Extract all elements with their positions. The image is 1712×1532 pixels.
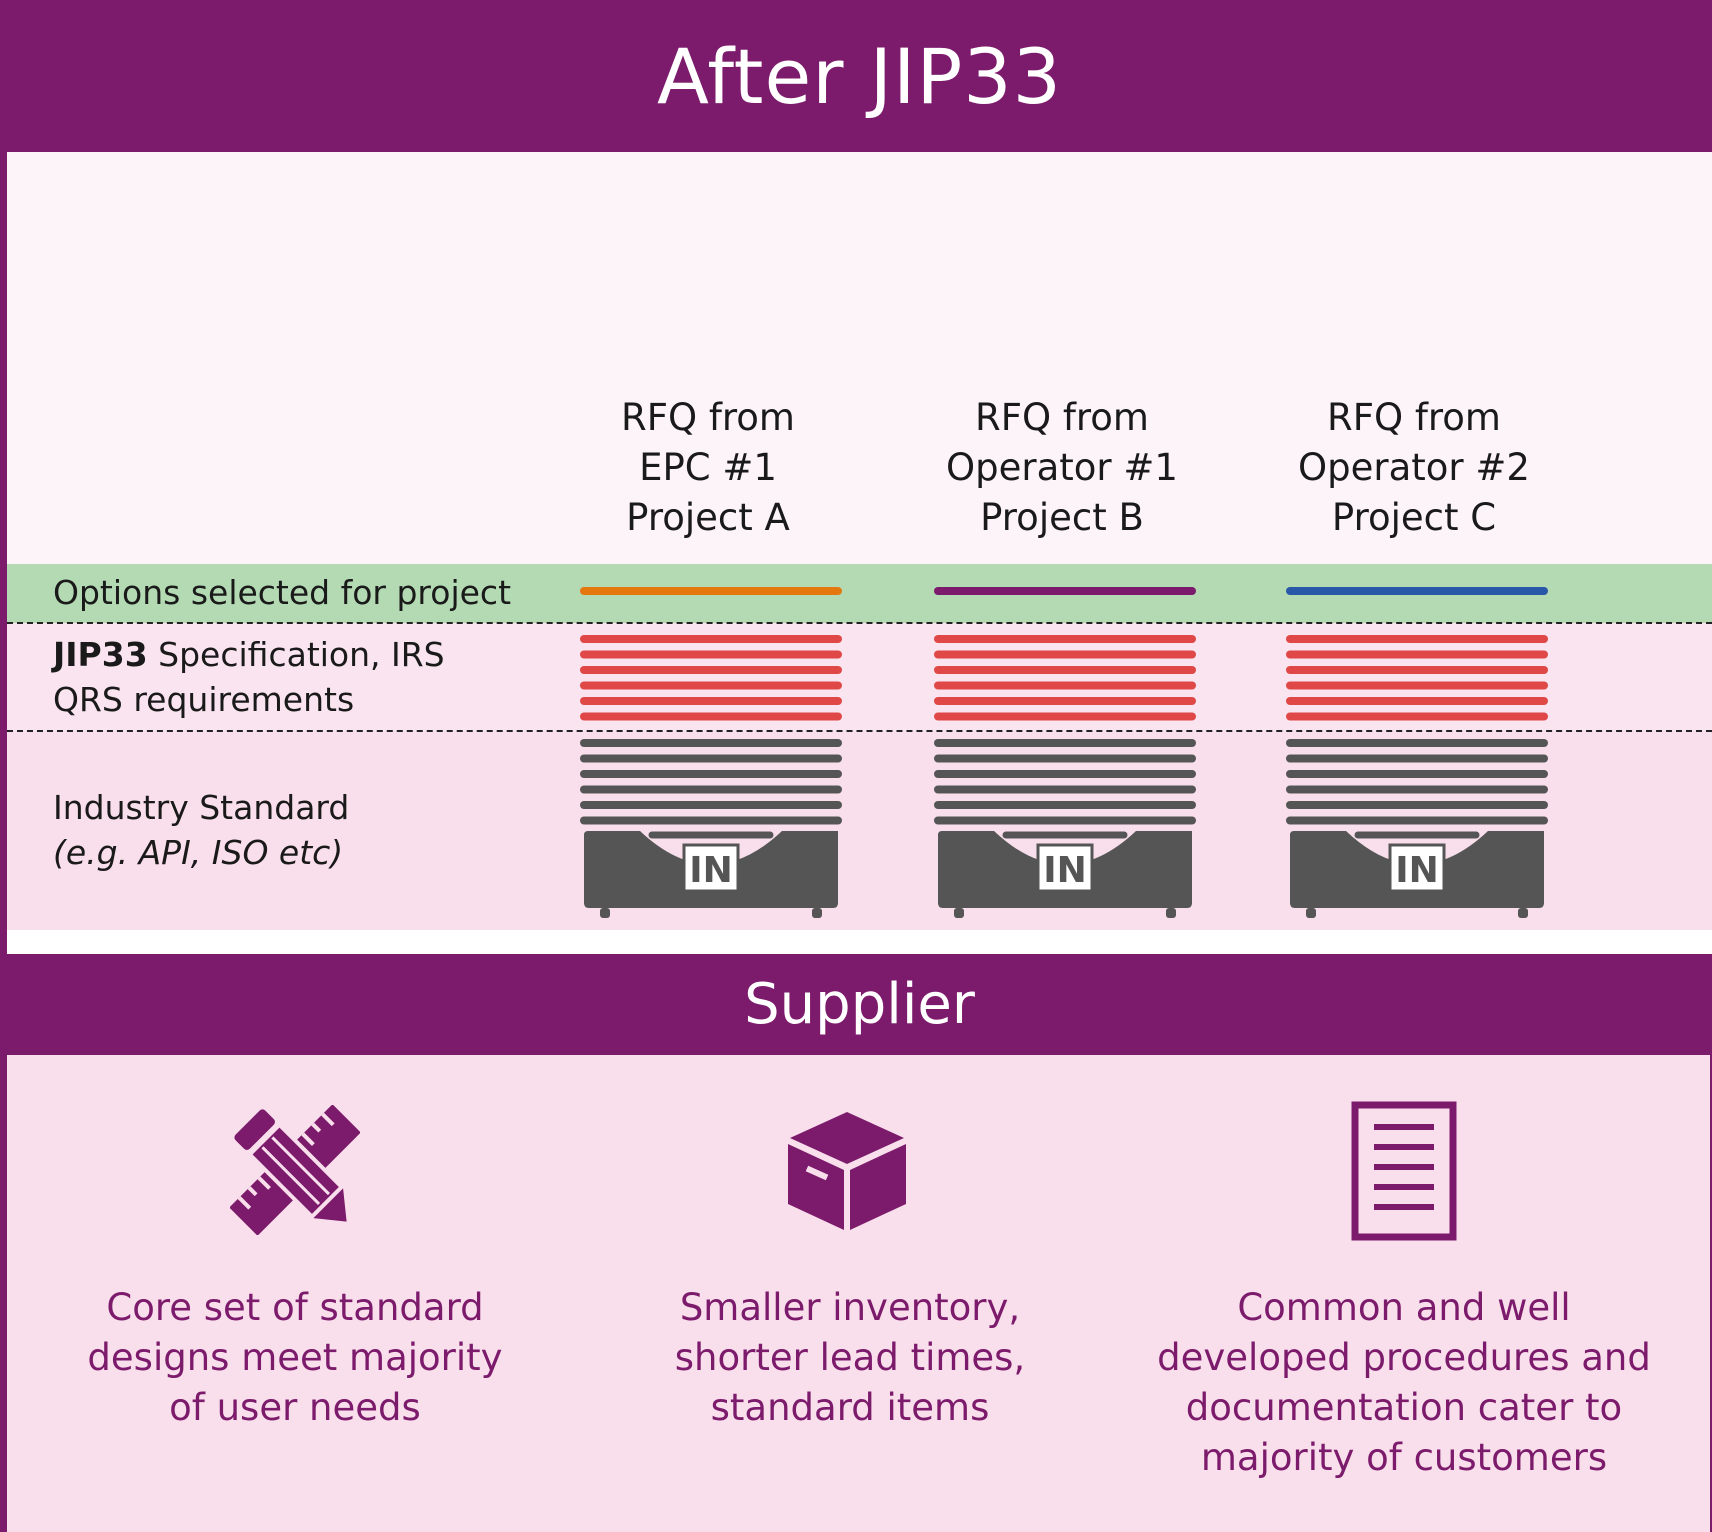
benefit-text-inventory: Smaller inventory, shorter lead times, s… [674, 1286, 1026, 1429]
stack-project-c: IN [1286, 580, 1548, 925]
divider-dashed-1 [7, 622, 1712, 624]
left-frame-border [0, 0, 7, 1532]
industry-row-label: Industry Standard (e.g. API, ISO etc) [53, 785, 349, 875]
industry-row-label-line2: (e.g. API, ISO etc) [53, 833, 344, 872]
tray-label-box [1036, 843, 1094, 893]
tray-label-text: IN [1043, 850, 1087, 891]
page-title: After JIP33 [7, 0, 1712, 152]
spec-row-label-line2: QRS requirements [53, 680, 355, 719]
spec-row-label-bold: JIP33 [53, 635, 148, 674]
rfq-area [7, 152, 1712, 564]
divider-dashed-2 [7, 730, 1712, 732]
spec-row-label: JIP33 Specification, IRS QRS requirement… [53, 632, 445, 722]
tray-foot [1166, 908, 1176, 918]
pencil-ruler-icon [229, 1104, 361, 1236]
stack-project-b: IN [934, 580, 1196, 925]
in-tray-stack-icon: IN [580, 587, 842, 918]
industry-row-label-line1: Industry Standard [53, 788, 350, 827]
box-icon [782, 1108, 912, 1233]
rfq-label-operator2: RFQ from Operator #2 Project C [1298, 396, 1530, 539]
tray-foot [600, 908, 610, 918]
tray-foot [1306, 908, 1316, 918]
supplier-title: Supplier [7, 954, 1712, 1055]
tray-foot [812, 908, 822, 918]
benefit-text-procedures: Common and well developed procedures and… [1157, 1286, 1651, 1479]
stack-project-a: IN [580, 580, 842, 925]
spec-row-label-rest: Specification, IRS [147, 635, 445, 674]
tray-foot [954, 908, 964, 918]
tray-label-box [682, 843, 740, 893]
tray-label-text: IN [1395, 850, 1439, 891]
in-tray-stack-icon: IN [934, 587, 1196, 918]
options-row-label: Options selected for project [53, 573, 512, 612]
tray-label-box [1388, 843, 1446, 893]
in-tray-stack-icon: IN [1286, 587, 1548, 918]
tray-foot [1518, 908, 1528, 918]
benefit-text-designs: Core set of standard designs meet majori… [87, 1286, 503, 1429]
rfq-label-epc1: RFQ from EPC #1 Project A [621, 396, 795, 539]
tray-label-text: IN [689, 850, 733, 891]
rfq-label-operator1: RFQ from Operator #1 Project B [946, 396, 1178, 539]
document-icon [1350, 1100, 1460, 1242]
